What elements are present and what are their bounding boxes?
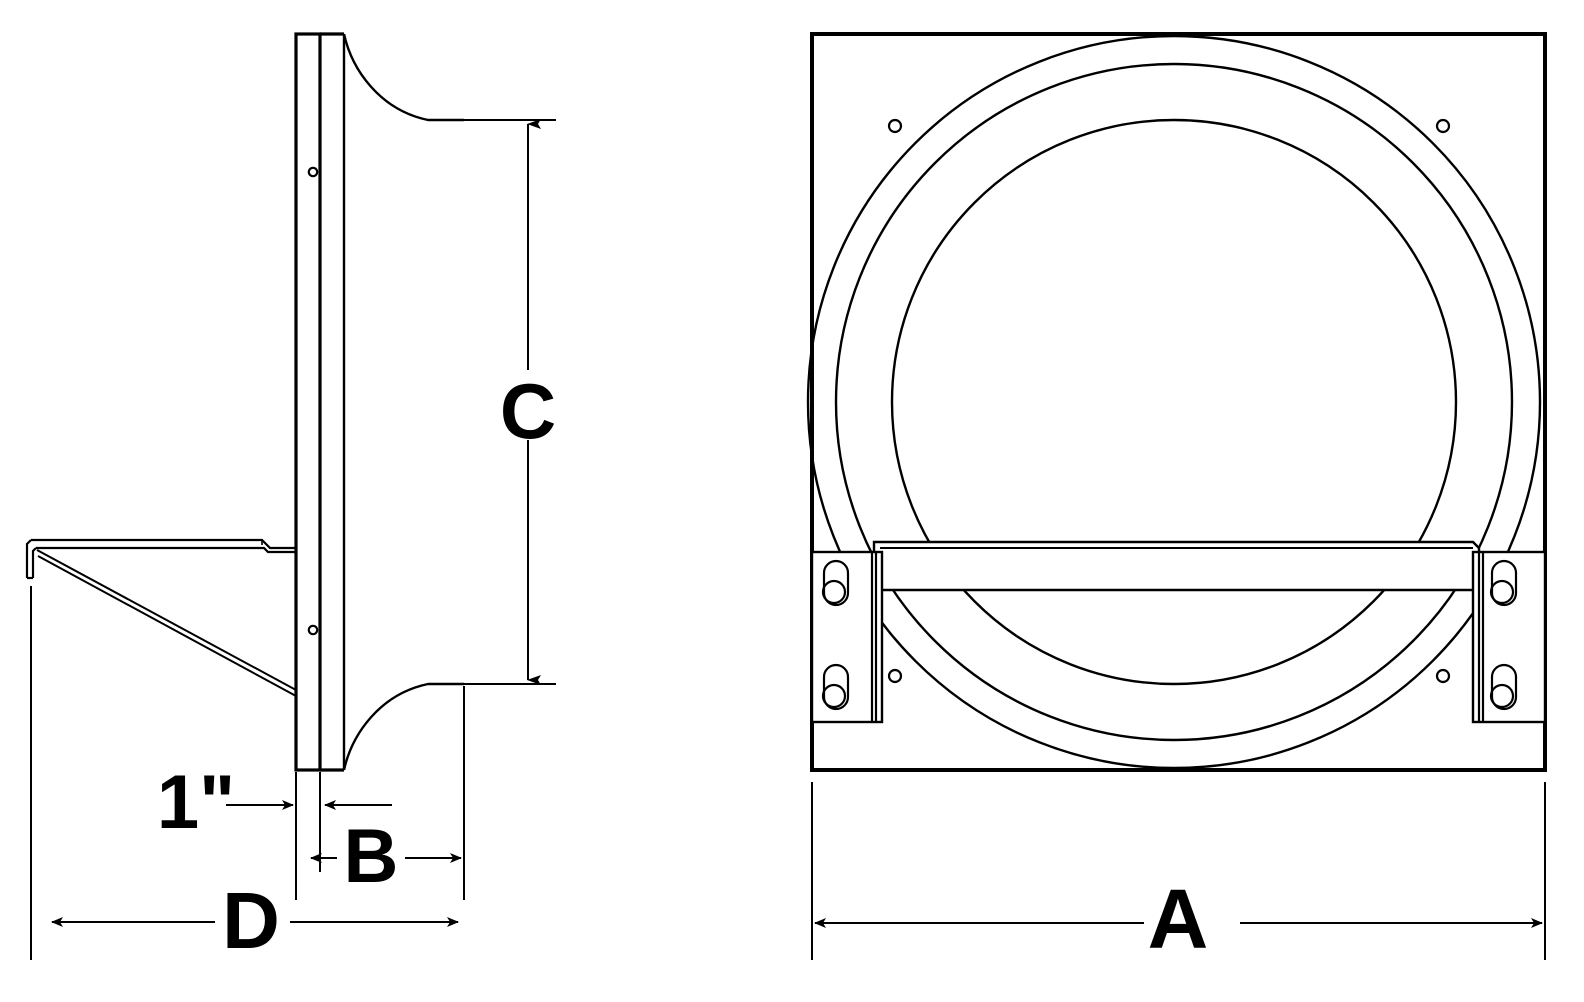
panel-body	[294, 32, 322, 772]
shelf-top-edge	[31, 538, 296, 550]
shelf-hem-outer	[25, 539, 32, 578]
cross-bar-body	[872, 540, 1481, 592]
square-mounting-panel	[810, 32, 1547, 772]
dim-one-inch-label: 1"	[157, 760, 235, 845]
brace-upper-line	[36, 549, 297, 691]
dim-d: D	[30, 586, 459, 965]
corner-hole-top-left	[887, 118, 903, 134]
shelf-inner-edge	[36, 546, 296, 554]
dim-c-label: C	[500, 367, 556, 455]
bracket-left-hole-lower	[821, 683, 847, 709]
diagonal-brace	[36, 549, 297, 697]
bracket-left	[810, 550, 884, 724]
bracket-right-hole-upper	[1489, 579, 1515, 605]
bracket-left-hole-upper	[821, 579, 847, 605]
dim-one-inch: 1"	[157, 760, 392, 900]
dim-b: B	[310, 686, 465, 900]
dim-a-label: A	[1148, 872, 1209, 966]
middle-ring	[834, 62, 1514, 742]
bell-top-fillet	[342, 33, 464, 122]
brace-lower-line	[37, 555, 297, 697]
venturi-inlet-bell	[320, 32, 464, 772]
bracket-right-plate	[1471, 550, 1547, 724]
dim-c: C	[464, 119, 556, 685]
mounting-hole-lower	[307, 624, 319, 636]
front-view: A	[806, 32, 1547, 966]
inner-ring	[890, 118, 1458, 686]
corner-hole-bottom-left	[887, 668, 903, 684]
mounting-panel	[294, 32, 322, 772]
support-shelf-bracket	[25, 538, 296, 580]
dim-d-label: D	[222, 876, 280, 965]
mounting-hole-upper	[307, 166, 319, 178]
side-view: C 1" B D	[25, 32, 556, 965]
corner-hole-bottom-right	[1435, 668, 1451, 684]
corner-hole-top-right	[1435, 118, 1451, 134]
bell-bottom-fillet	[342, 682, 464, 771]
bracket-right-hole-lower	[1489, 683, 1515, 709]
shelf-hem-inner	[31, 547, 37, 578]
bracket-right-slot-lower	[1490, 663, 1518, 711]
bracket-left-slot-lower	[822, 663, 850, 711]
bracket-right-slot-upper	[1490, 559, 1518, 607]
bracket-right	[1471, 550, 1547, 724]
horizontal-cross-bar	[872, 540, 1481, 592]
dim-a: A	[811, 782, 1546, 966]
dim-b-label: B	[344, 814, 399, 899]
outer-ring	[806, 34, 1542, 770]
bracket-left-slot-upper	[822, 559, 850, 607]
